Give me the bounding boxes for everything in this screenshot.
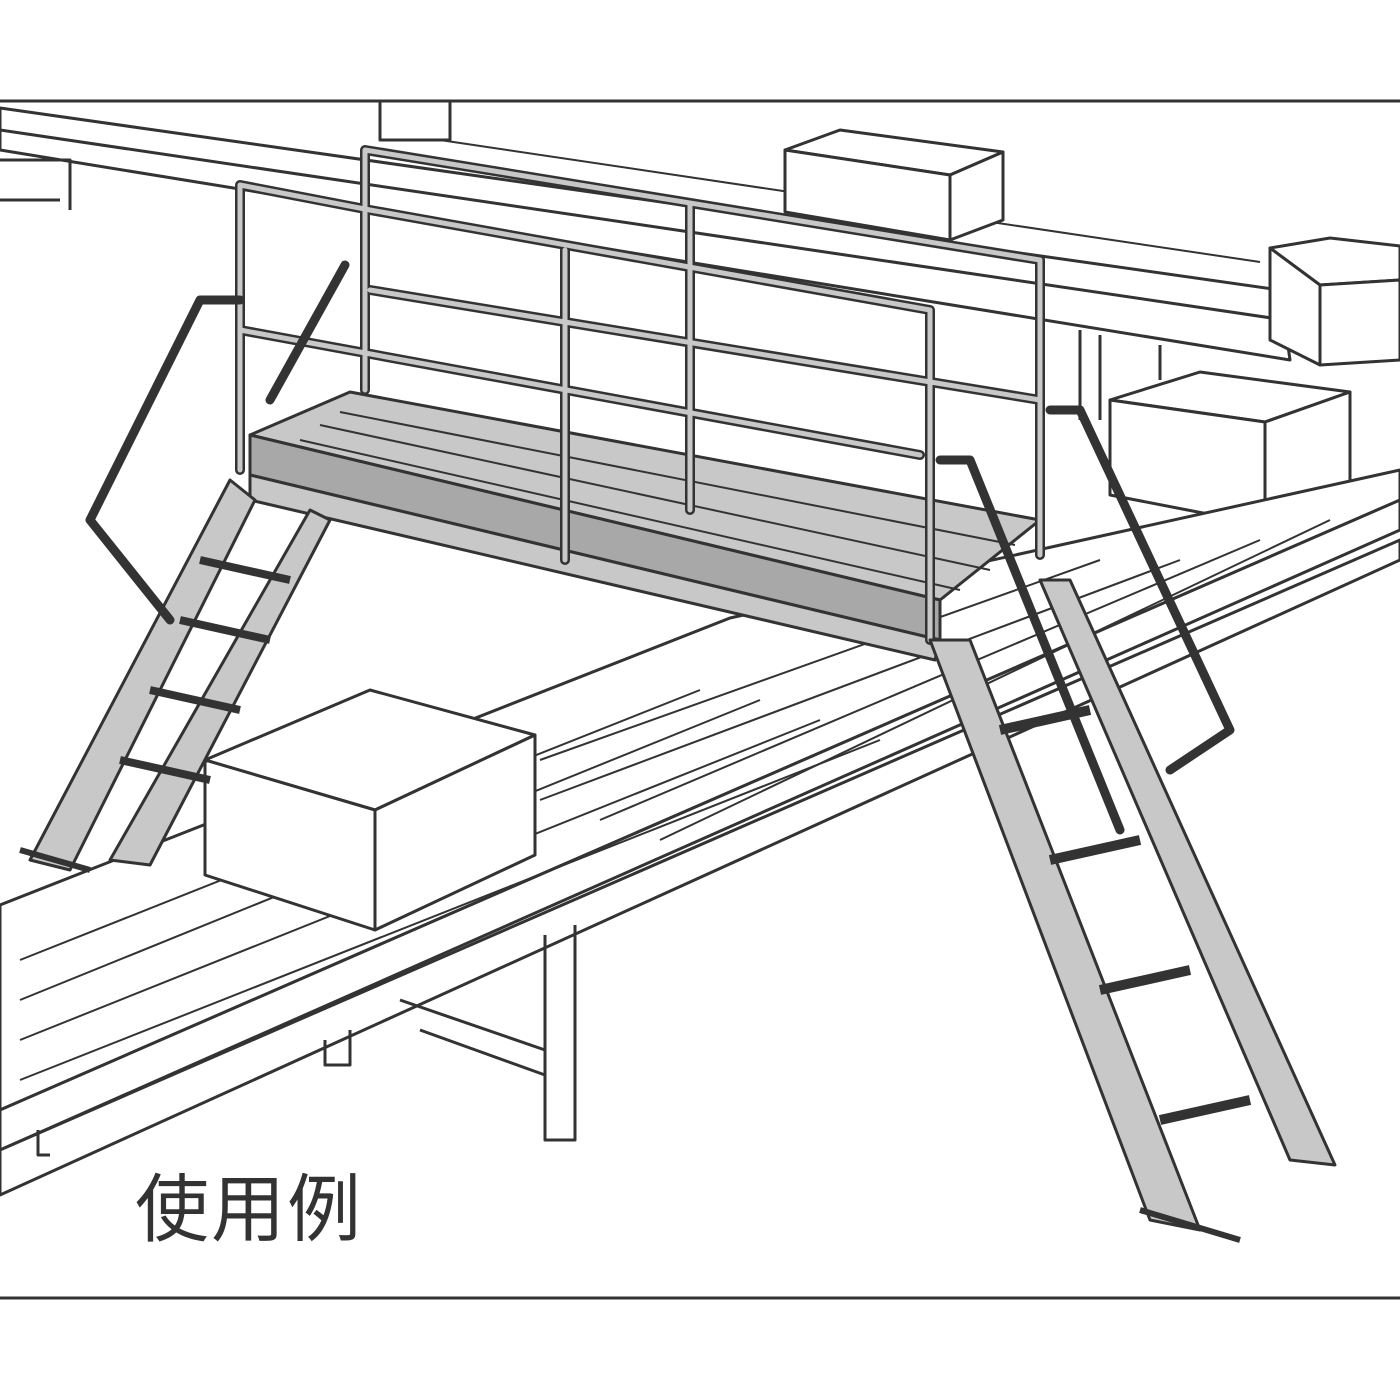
bridge-platform [248,390,1042,662]
caption-usage-example: 使用例 [135,1167,363,1253]
bridge-handrail-fill [237,147,1043,643]
box-back-3 [378,99,1352,527]
box-back-2 [1268,236,1400,367]
box-front [203,688,537,932]
left-ladder [19,260,350,873]
box-back-1 [783,128,1005,242]
right-ladder [928,405,1337,1243]
